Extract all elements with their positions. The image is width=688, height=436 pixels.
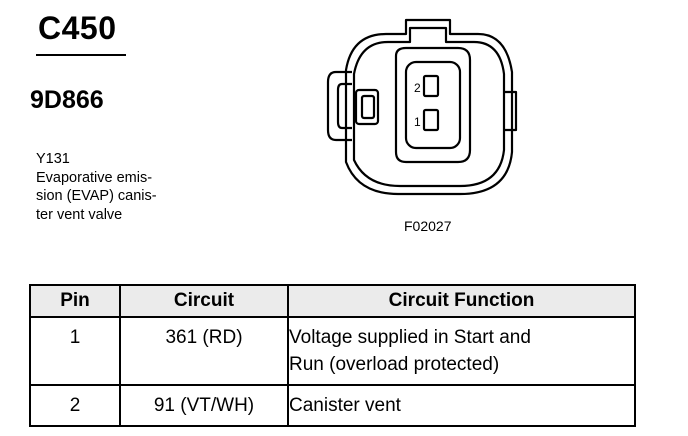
pin-label-2: 2 xyxy=(414,81,421,95)
pin-cavity-inner xyxy=(404,60,462,150)
cell-circuit: 91 (VT/WH) xyxy=(119,384,289,427)
pin-cavity-outer xyxy=(394,46,472,164)
description-line: sion (EVAP) canis- xyxy=(36,188,157,204)
component-code: Y131 xyxy=(36,151,70,167)
latch-tab-inner xyxy=(336,82,352,130)
description-line: ter vent valve xyxy=(36,206,123,223)
cell-circuit: 361 (RD) xyxy=(119,316,289,386)
header-function: Circuit Function xyxy=(287,284,636,318)
latch-tab xyxy=(326,70,352,142)
function-line: Canister vent xyxy=(289,395,401,416)
description-line: Evaporative emis- xyxy=(36,169,153,186)
cell-function: Canister vent xyxy=(287,384,636,427)
pin-label-1: 1 xyxy=(414,115,421,129)
function-line: Voltage supplied in Start and xyxy=(289,327,531,348)
connector-id: C450 xyxy=(38,10,117,46)
table-header-row: Pin Circuit Circuit Function xyxy=(29,284,636,318)
pin-table: Pin Circuit Circuit Function 1 361 (RD) … xyxy=(29,284,636,427)
header-pin: Pin xyxy=(29,284,121,318)
cell-pin: 1 xyxy=(29,316,121,386)
header-circuit: Circuit xyxy=(119,284,289,318)
figure-code: F02027 xyxy=(404,218,452,234)
side-rib xyxy=(504,90,518,132)
component-description: Y131 Evaporative emis- sion (EVAP) canis… xyxy=(36,150,196,224)
cell-pin: 2 xyxy=(29,384,121,427)
latch-block-inner xyxy=(360,94,376,120)
connector-face-diagram: 2 1 xyxy=(326,18,518,196)
cell-function: Voltage supplied in Start and Run (overl… xyxy=(287,316,636,386)
part-number: 9D866 xyxy=(30,86,104,114)
table-row: 2 91 (VT/WH) Canister vent xyxy=(29,384,636,427)
table-row: 1 361 (RD) Voltage supplied in Start and… xyxy=(29,316,636,386)
function-line: Run (overload protected) xyxy=(289,354,500,375)
terminal-1 xyxy=(422,108,440,132)
terminal-2 xyxy=(422,74,440,98)
connector-housing-inner xyxy=(352,26,506,188)
latch-block xyxy=(354,88,380,126)
connector-housing-outline xyxy=(344,18,514,196)
title-underline xyxy=(36,54,126,56)
